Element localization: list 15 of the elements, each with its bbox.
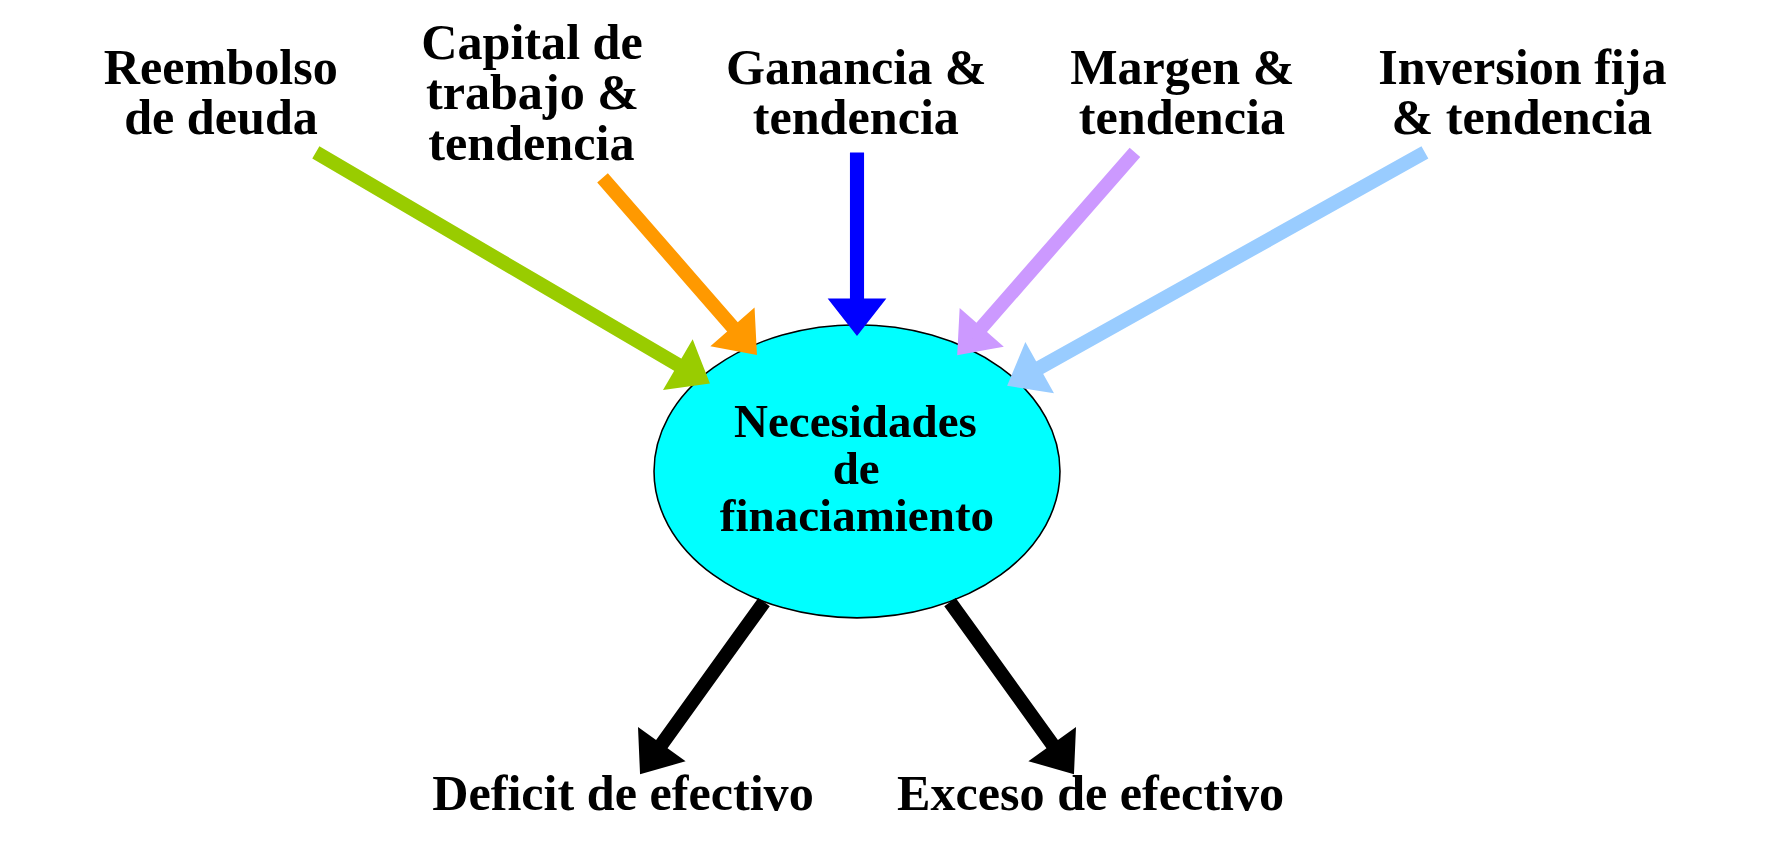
node-text: Ganancia & tendencia [725, 39, 987, 146]
arrow [943, 597, 1076, 775]
arrow [637, 597, 770, 775]
node-text: Inversion fija & tendencia [1377, 39, 1667, 146]
arrow [596, 173, 757, 355]
node-ellipse: Necesidades de finaciamiento [652, 323, 1061, 619]
node-text: Deficit de efectivo [431, 765, 814, 822]
node-text: Exceso de efectivo [896, 765, 1284, 822]
arrow [311, 146, 710, 390]
arrow [827, 152, 886, 336]
node-text: Margen & tendencia [1069, 39, 1294, 146]
arrow [1006, 146, 1428, 394]
arrow [956, 147, 1140, 356]
node-text: Reembolso de deuda [103, 39, 338, 146]
node-text: Capital de trabajo & tendencia [420, 14, 643, 171]
